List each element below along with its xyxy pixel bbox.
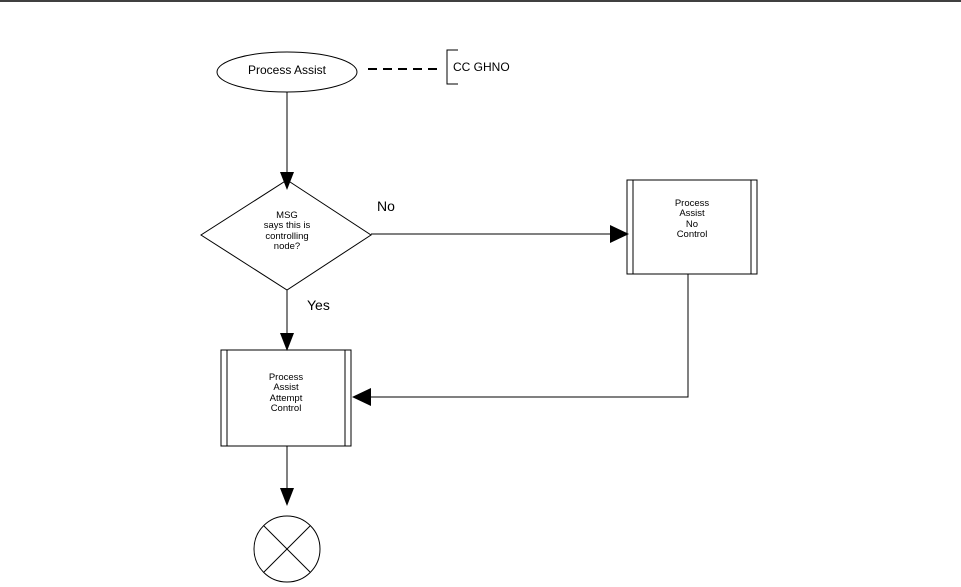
process-label-line: Assist	[273, 382, 299, 394]
process-no-control-label: Process Assist No Control	[642, 198, 742, 240]
arrowhead-down-icon	[280, 488, 294, 506]
process-label-line: Control	[270, 402, 302, 414]
process-label-line: Attempt	[269, 392, 303, 404]
start-terminal-label: Process Assist	[247, 63, 327, 77]
arrowhead-down-icon	[280, 172, 294, 190]
end-x-icon	[263, 525, 311, 573]
decision-label-line: MSG	[276, 210, 298, 221]
annotation-bracket	[446, 49, 458, 85]
annotation-label: CC GHNO	[453, 60, 510, 74]
process-label-line: Assist	[679, 208, 705, 220]
process-label-line: Control	[676, 228, 708, 240]
edge-no-control-to-attempt	[371, 274, 689, 398]
arrowhead-down-icon	[280, 333, 294, 351]
arrowhead-left-icon	[352, 388, 371, 406]
decision-label-line: says this is	[263, 220, 311, 232]
process-no-control-box[interactable]	[626, 179, 758, 275]
no-edge-label: No	[377, 198, 395, 214]
process-attempt-control-label: Process Assist Attempt Control	[236, 372, 336, 414]
arrowhead-right-icon	[610, 225, 629, 243]
yes-edge-label: Yes	[307, 297, 330, 313]
process-label-line: No	[685, 218, 699, 230]
process-attempt-control-box[interactable]	[220, 349, 352, 447]
decision-label: MSG says this is controlling node?	[237, 210, 337, 252]
process-label-line: Process	[268, 372, 304, 383]
decision-label-line: node?	[273, 240, 301, 252]
process-label-line: Process	[674, 198, 710, 209]
decision-label-line: controlling	[265, 230, 309, 242]
end-connector-circle[interactable]	[253, 515, 321, 583]
